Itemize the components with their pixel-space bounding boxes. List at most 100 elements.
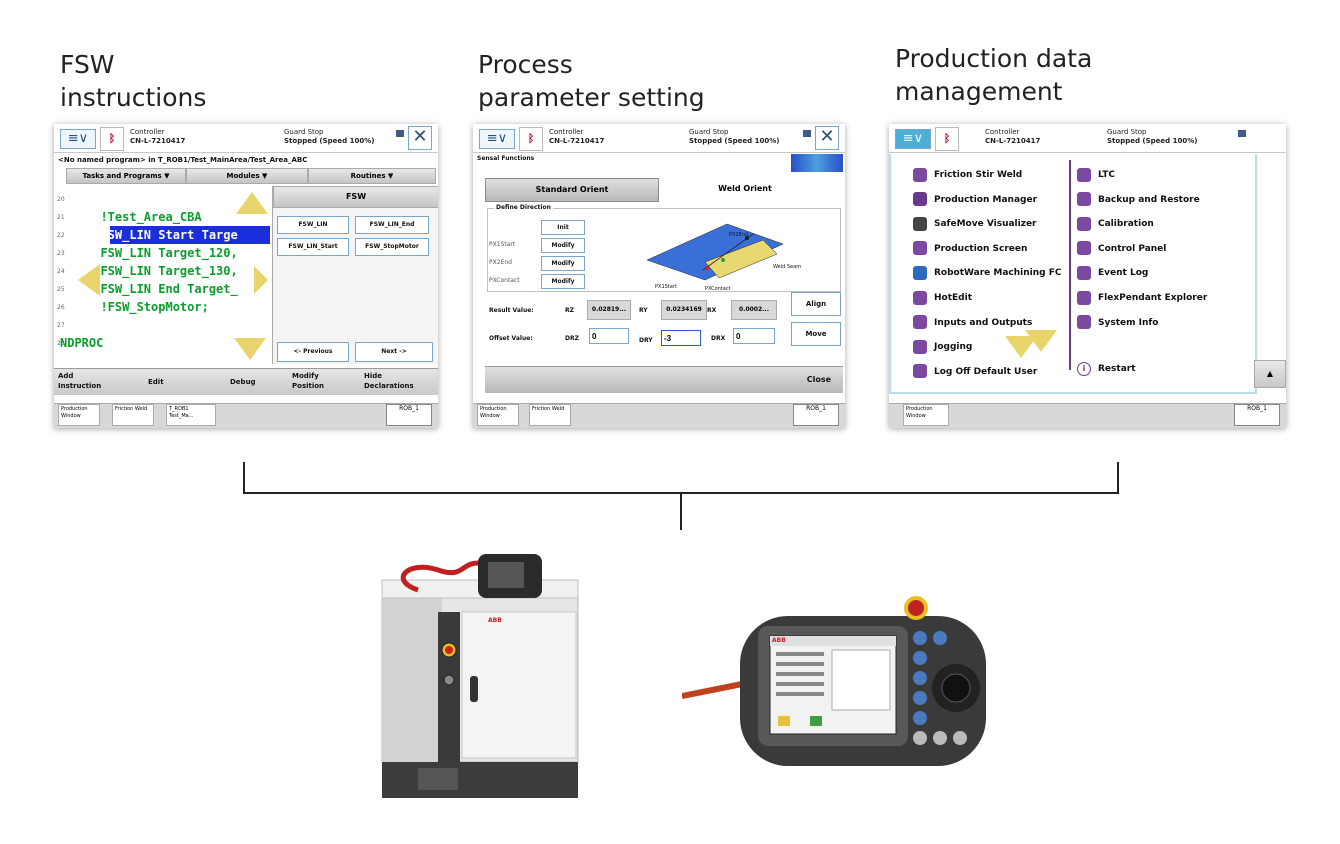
base-connector — [418, 768, 458, 790]
task-production-window[interactable]: Production Window — [58, 404, 100, 426]
menu-item-label: Jogging — [934, 342, 973, 353]
hide-declarations-button[interactable]: Hide Declarations — [364, 372, 414, 390]
rob-indicator[interactable]: ROB_1 — [1234, 404, 1280, 426]
menu-item-manager[interactable]: Production Manager — [913, 189, 1037, 211]
menu-item-hotedit[interactable]: HotEdit — [913, 287, 972, 309]
task-production-window[interactable]: Production Window — [477, 404, 519, 426]
connector-left-vertical — [243, 462, 245, 494]
instruction-fsw-lin[interactable]: FSW_LIN — [277, 216, 349, 234]
offset-input-drx[interactable] — [733, 328, 775, 344]
tab-modules[interactable]: Modules ▼ — [186, 168, 308, 184]
task-test-main[interactable]: T_ROB1 Test_Ma... — [166, 404, 216, 426]
abb-logo-icon: ᛒ — [100, 127, 124, 151]
cabinet-side — [382, 596, 442, 762]
tab-tasks-and-programs[interactable]: Tasks and Programs ▼ — [66, 168, 186, 184]
menu-button[interactable]: ≡∨ — [895, 129, 931, 149]
close-icon[interactable]: ✕ — [408, 126, 432, 150]
machining-icon — [913, 265, 927, 280]
menu-item-backup[interactable]: Backup and Restore — [1077, 189, 1200, 211]
menu-item-screen[interactable]: Production Screen — [913, 238, 1027, 260]
mounted-pendant-screen — [488, 562, 524, 588]
menu-item-system-info[interactable]: System Info — [1077, 312, 1158, 334]
code-line[interactable]: NDPROC — [60, 336, 104, 350]
menu-item-label: Backup and Restore — [1098, 194, 1200, 205]
scroll-down-arrow-icon[interactable] — [234, 338, 266, 360]
debug-button[interactable]: Debug — [230, 378, 256, 386]
line-number: 21 — [57, 214, 65, 221]
instruction-fsw-lin-end[interactable]: FSW_LIN_End — [355, 216, 429, 234]
cabinet-door — [461, 611, 577, 759]
code-line[interactable]: !Test_Area_CBA — [86, 210, 202, 224]
code-line[interactable]: FSW_LIN Target_120, — [86, 246, 238, 260]
result-value-ry: 0.0234169 — [661, 300, 707, 320]
task-friction-weld[interactable]: Friction Weld — [529, 404, 571, 426]
menu-item-machining[interactable]: RobotWare Machining FC — [913, 262, 1061, 284]
menu-button[interactable]: ≡∨ — [60, 129, 96, 149]
scroll-down-arrow-icon[interactable] — [1025, 330, 1057, 352]
line-number: 20 — [57, 196, 65, 203]
previous-button[interactable]: <- Previous — [277, 342, 349, 362]
code-line[interactable]: FSW_LIN Target_130, — [86, 264, 238, 278]
next-button[interactable]: Next -> — [355, 342, 433, 362]
close-button[interactable]: Close — [806, 375, 831, 384]
line-number: 26 — [57, 304, 65, 311]
offset-input-drz[interactable] — [589, 328, 629, 344]
pendant-screen-header — [770, 636, 896, 646]
code-line-selected[interactable] — [110, 226, 270, 244]
menu-button[interactable]: ≡∨ — [479, 129, 515, 149]
menu-item-jogging[interactable]: Jogging — [913, 336, 972, 358]
system-info-icon — [1077, 315, 1091, 330]
scroll-up-arrow-icon[interactable] — [236, 192, 268, 214]
menu-item-event-log[interactable]: Event Log — [1077, 262, 1148, 284]
group-label: Define Direction — [494, 203, 553, 213]
instruction-fsw-stopmotor[interactable]: FSW_StopMotor — [355, 238, 429, 256]
tab-weld-orient[interactable]: Weld Orient — [659, 178, 831, 200]
menu-item-key[interactable]: Log Off Default User — [913, 361, 1037, 383]
task-production-window[interactable]: Production Window — [903, 404, 949, 426]
rob-indicator[interactable]: ROB_1 — [386, 404, 432, 426]
tab-standard-orient[interactable]: Standard Orient — [485, 178, 659, 202]
menu-item-explorer[interactable]: FlexPendant Explorer — [1077, 287, 1207, 309]
pendant-screen-line — [776, 682, 824, 686]
code-editor[interactable]: 20 21 22 23 24 25 26 27 28 !Test_Area_CB… — [54, 186, 270, 366]
tab-routines[interactable]: Routines ▼ — [308, 168, 436, 184]
menu-item-weld[interactable]: Friction Stir Weld — [913, 164, 1022, 186]
side-scrollbar[interactable]: ▲ — [1254, 360, 1286, 388]
align-button[interactable]: Align — [791, 292, 841, 316]
code-line[interactable]: !FSW_StopMotor; — [86, 300, 209, 314]
code-line[interactable]: FSW_LIN End Target_ — [86, 282, 238, 296]
modify-position-button[interactable]: Modify Position — [292, 372, 325, 390]
modify-button[interactable]: Modify — [541, 238, 585, 253]
rob-indicator[interactable]: ROB_1 — [793, 404, 839, 426]
taskbar: Production Window Friction Weld ROB_1 — [473, 403, 845, 428]
menu-item-io[interactable]: Inputs and Outputs — [913, 312, 1032, 334]
modify-button[interactable]: Modify — [541, 274, 585, 289]
edit-button[interactable]: Edit — [148, 378, 164, 386]
menu-item-control-panel[interactable]: Control Panel — [1077, 238, 1166, 260]
scroll-left-arrow-icon[interactable] — [78, 264, 100, 296]
offset-input-dry[interactable] — [661, 330, 701, 346]
screen-icon — [913, 241, 927, 256]
connector-right-vertical — [1117, 462, 1119, 494]
menu-item-label: Inputs and Outputs — [934, 317, 1033, 328]
add-instruction-button[interactable]: Add Instruction — [58, 372, 102, 390]
close-icon[interactable]: ✕ — [815, 126, 839, 150]
init-button[interactable]: Init — [541, 220, 585, 235]
scroll-right-arrow-icon[interactable] — [254, 266, 268, 294]
backup-icon — [1077, 192, 1091, 207]
menu-item-ltc[interactable]: LTC — [1077, 164, 1115, 186]
move-button[interactable]: Move — [791, 322, 841, 346]
line-number: 27 — [57, 322, 65, 329]
menu-item-calibration[interactable]: Calibration — [1077, 213, 1154, 235]
task-friction-weld[interactable]: Friction Weld — [112, 404, 154, 426]
status-icon — [1238, 130, 1246, 137]
result-name-ry: RY — [639, 307, 648, 314]
instruction-fsw-lin-start[interactable]: FSW_LIN_Start — [277, 238, 349, 256]
code-line[interactable]: FSW_LIN Start Targe — [86, 228, 238, 242]
menu-item-safemove[interactable]: SafeMove Visualizer — [913, 213, 1037, 235]
modify-button[interactable]: Modify — [541, 256, 585, 271]
